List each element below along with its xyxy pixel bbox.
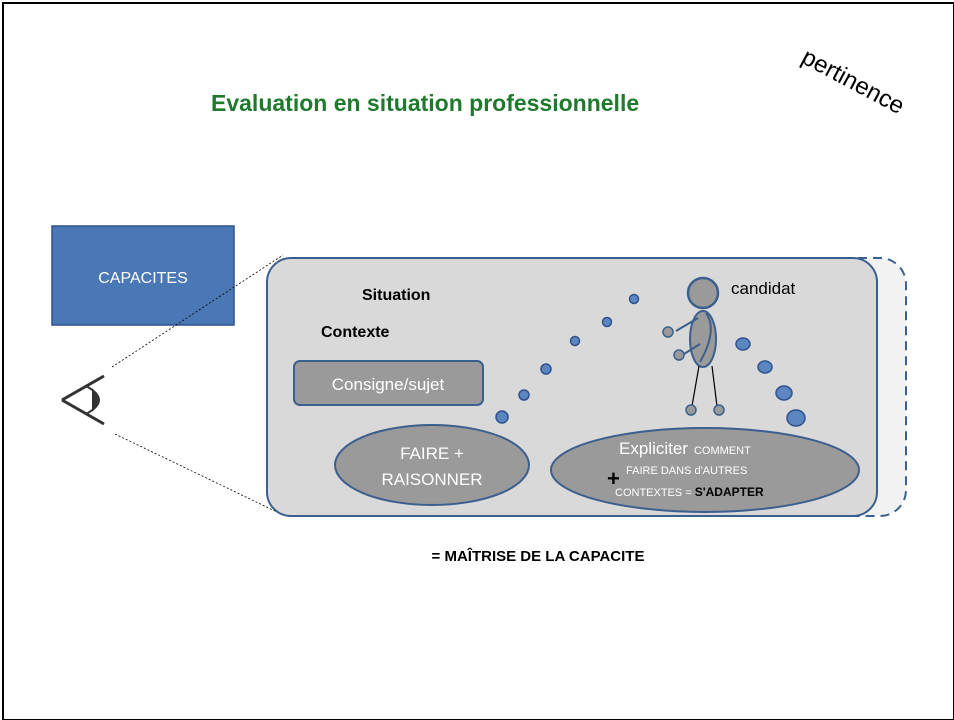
dot: [775, 385, 793, 401]
expliciter-line1: Expliciter COMMENT: [619, 439, 751, 458]
plus-sign: +: [607, 466, 620, 491]
situation-label: Situation: [362, 287, 430, 304]
consigne-box: [293, 360, 484, 406]
expliciter-main: Expliciter: [619, 439, 688, 458]
dot: [628, 293, 640, 305]
consigne-label: Consigne/sujet: [332, 375, 445, 394]
capacites-box: [51, 225, 235, 326]
expliciter-line3: CONTEXTES = S'ADAPTER: [615, 485, 764, 499]
dot: [540, 363, 552, 375]
dot: [757, 360, 773, 374]
faire-line2: RAISONNER: [381, 470, 482, 489]
expliciter-adapter: S'ADAPTER: [695, 485, 764, 499]
expliciter-contextes: CONTEXTES =: [615, 487, 695, 499]
dot: [518, 389, 530, 401]
expliciter-ellipse: [550, 427, 860, 513]
expliciter-comment: COMMENT: [694, 445, 751, 457]
progression-dots: [495, 293, 806, 427]
dot: [569, 335, 581, 347]
candidat-label: candidat: [731, 279, 796, 298]
contexte-label: Contexte: [321, 324, 390, 341]
faire-line1: FAIRE +: [400, 444, 464, 463]
capacites-label: CAPACITES: [98, 270, 188, 287]
dot: [601, 316, 613, 328]
slide-title: Evaluation en situation professionnelle: [211, 90, 639, 116]
dot: [735, 337, 751, 351]
expliciter-line2: FAIRE DANS d'AUTRES: [626, 465, 747, 477]
faire-ellipse: [334, 424, 530, 506]
view-line-bottom: [114, 433, 278, 513]
footer-conclusion: = MAÎTRISE DE LA CAPACITE: [432, 547, 645, 565]
candidate-figure-icon: [662, 276, 725, 416]
eye-icon: [61, 374, 105, 426]
dot: [786, 409, 806, 427]
dot: [495, 410, 509, 424]
